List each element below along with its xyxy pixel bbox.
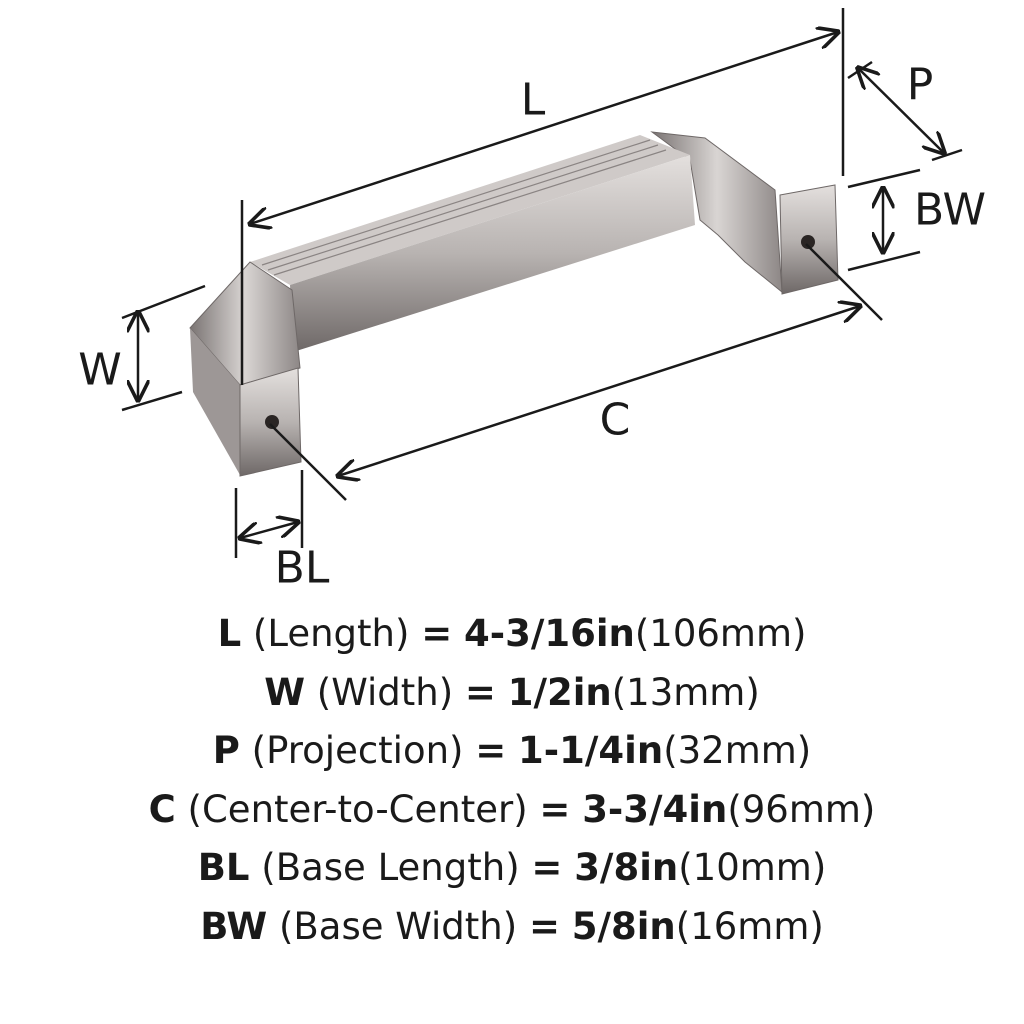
spec-base-length: BL (Base Length) = 3/8in(10mm) <box>197 846 827 889</box>
label-bl: BL <box>274 542 330 594</box>
label-bw: BW <box>913 184 987 236</box>
spec-projection: P (Projection) = 1-1/4in(32mm) <box>212 729 812 772</box>
spec-width: W (Width) = 1/2in(13mm) <box>264 670 760 714</box>
spec-base-width: BW (Base Width) = 5/8in(16mm) <box>200 904 824 948</box>
right-screw-hole <box>801 235 815 249</box>
spec-length: L (Length) = 4-3/16in(106mm) <box>217 612 807 655</box>
handle-diagram <box>121 8 963 558</box>
base-length-dimension-line <box>240 522 298 538</box>
length-dimension-line <box>250 32 838 224</box>
spec-center-to-center: C (Center-to-Center) = 3-3/4in(96mm) <box>148 787 876 831</box>
label-c: C <box>599 394 631 446</box>
projection-dimension-line <box>858 68 944 153</box>
label-w: W <box>78 344 122 396</box>
left-screw-hole <box>265 415 279 429</box>
dimension-specs: L (Length) = 4-3/16in(106mm) W (Width) =… <box>0 605 1024 956</box>
center-to-center-dimension-line <box>338 306 860 476</box>
cabinet-pull-handle <box>189 131 839 477</box>
label-p: P <box>906 59 934 111</box>
left-base-side <box>190 328 240 475</box>
left-upright <box>189 261 301 386</box>
label-l: L <box>520 74 546 126</box>
